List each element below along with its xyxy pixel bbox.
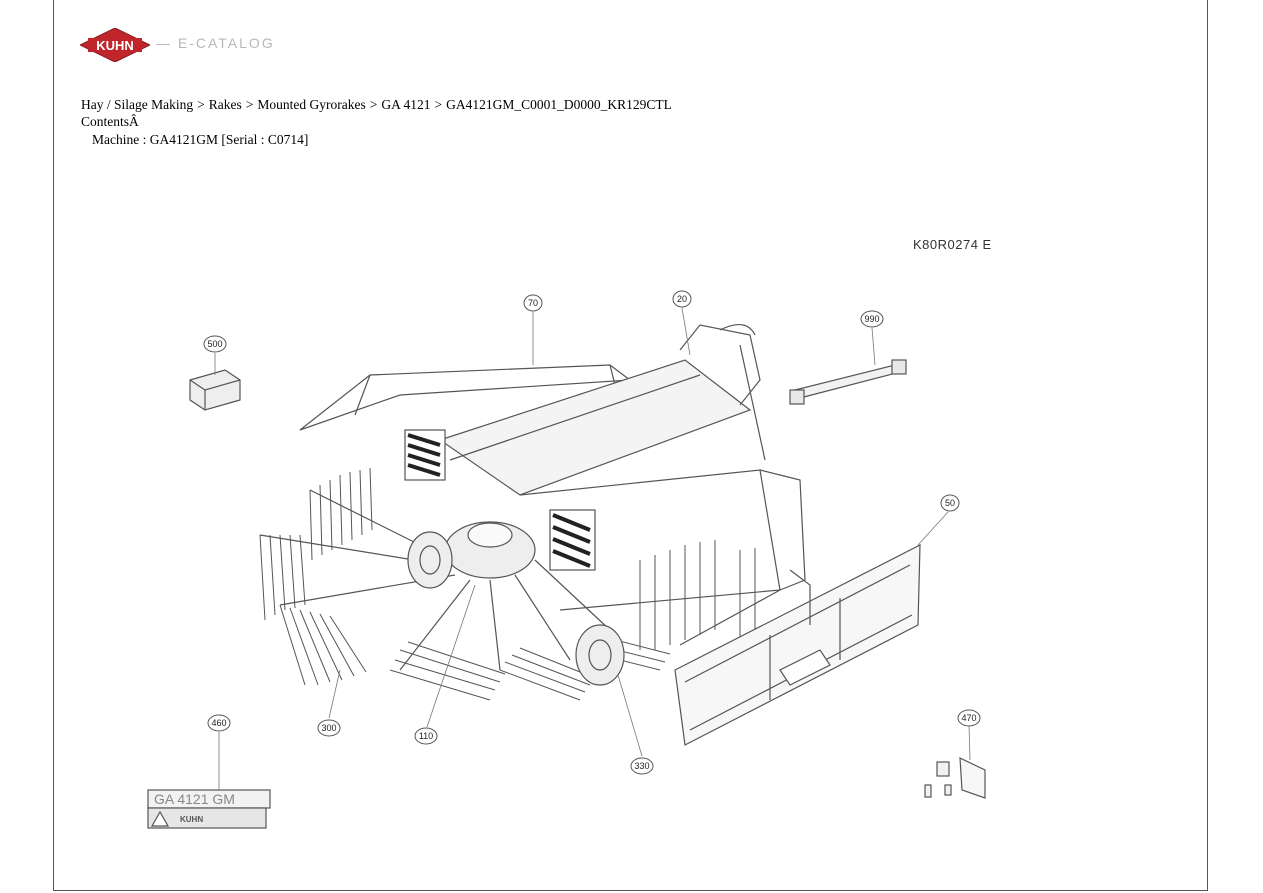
callout-500[interactable]: 500	[203, 335, 227, 353]
svg-text:330: 330	[634, 761, 649, 771]
callout-470[interactable]: 470	[957, 709, 981, 727]
svg-text:460: 460	[211, 718, 226, 728]
svg-text:500: 500	[207, 339, 222, 349]
rake-drawing: GA 4121 GM KUHN	[147, 323, 986, 829]
breadcrumb-separator: >	[245, 97, 254, 112]
callout-50[interactable]: 50	[940, 494, 960, 512]
kuhn-logo[interactable]: KUHN	[80, 28, 150, 62]
svg-text:50: 50	[945, 498, 955, 508]
breadcrumb-rakes[interactable]: Rakes	[208, 97, 242, 112]
svg-text:110: 110	[419, 731, 433, 741]
decal-model-text: GA 4121 GM	[154, 791, 235, 807]
logo-text: KUHN	[96, 38, 134, 53]
svg-text:20: 20	[677, 294, 687, 304]
parts-diagram: K80R0274 E	[147, 237, 992, 829]
breadcrumb-mounted-gyrorakes[interactable]: Mounted Gyrorakes	[257, 97, 366, 112]
callout-300[interactable]: 300	[317, 719, 341, 737]
svg-text:70: 70	[528, 298, 538, 308]
breadcrumb-separator: >	[369, 97, 378, 112]
callout-70[interactable]: 70	[523, 294, 543, 312]
contents-link[interactable]: ContentsÂ	[81, 114, 139, 129]
callout-460[interactable]: 460	[207, 714, 231, 732]
breadcrumb-separator: >	[434, 97, 443, 112]
machine-info: Machine : GA4121GM [Serial : C0714]	[92, 132, 309, 147]
ecatalog-label: — E-CATALOG	[156, 35, 275, 51]
svg-text:470: 470	[961, 713, 976, 723]
leader-lines	[214, 307, 971, 790]
callout-110[interactable]: 110	[414, 727, 438, 745]
decal-logo-text: KUHN	[180, 815, 203, 824]
breadcrumb: Hay / Silage Making>Rakes>Mounted Gyrora…	[81, 97, 672, 113]
page-frame	[53, 0, 1208, 891]
kuhn-logo-icon: KUHN	[80, 28, 150, 62]
callout-20[interactable]: 20	[672, 290, 692, 308]
drawing-code: K80R0274 E	[913, 237, 992, 252]
breadcrumb-current-page: GA4121GM_C0001_D0000_KR129CTL	[446, 97, 672, 112]
callout-990[interactable]: 990	[860, 310, 884, 328]
breadcrumb-ga4121[interactable]: GA 4121	[381, 97, 431, 112]
svg-text:300: 300	[321, 723, 336, 733]
breadcrumb-hay-silage[interactable]: Hay / Silage Making	[81, 97, 194, 112]
breadcrumb-separator: >	[197, 97, 205, 112]
svg-text:990: 990	[864, 314, 879, 324]
callout-330[interactable]: 330	[630, 757, 654, 775]
